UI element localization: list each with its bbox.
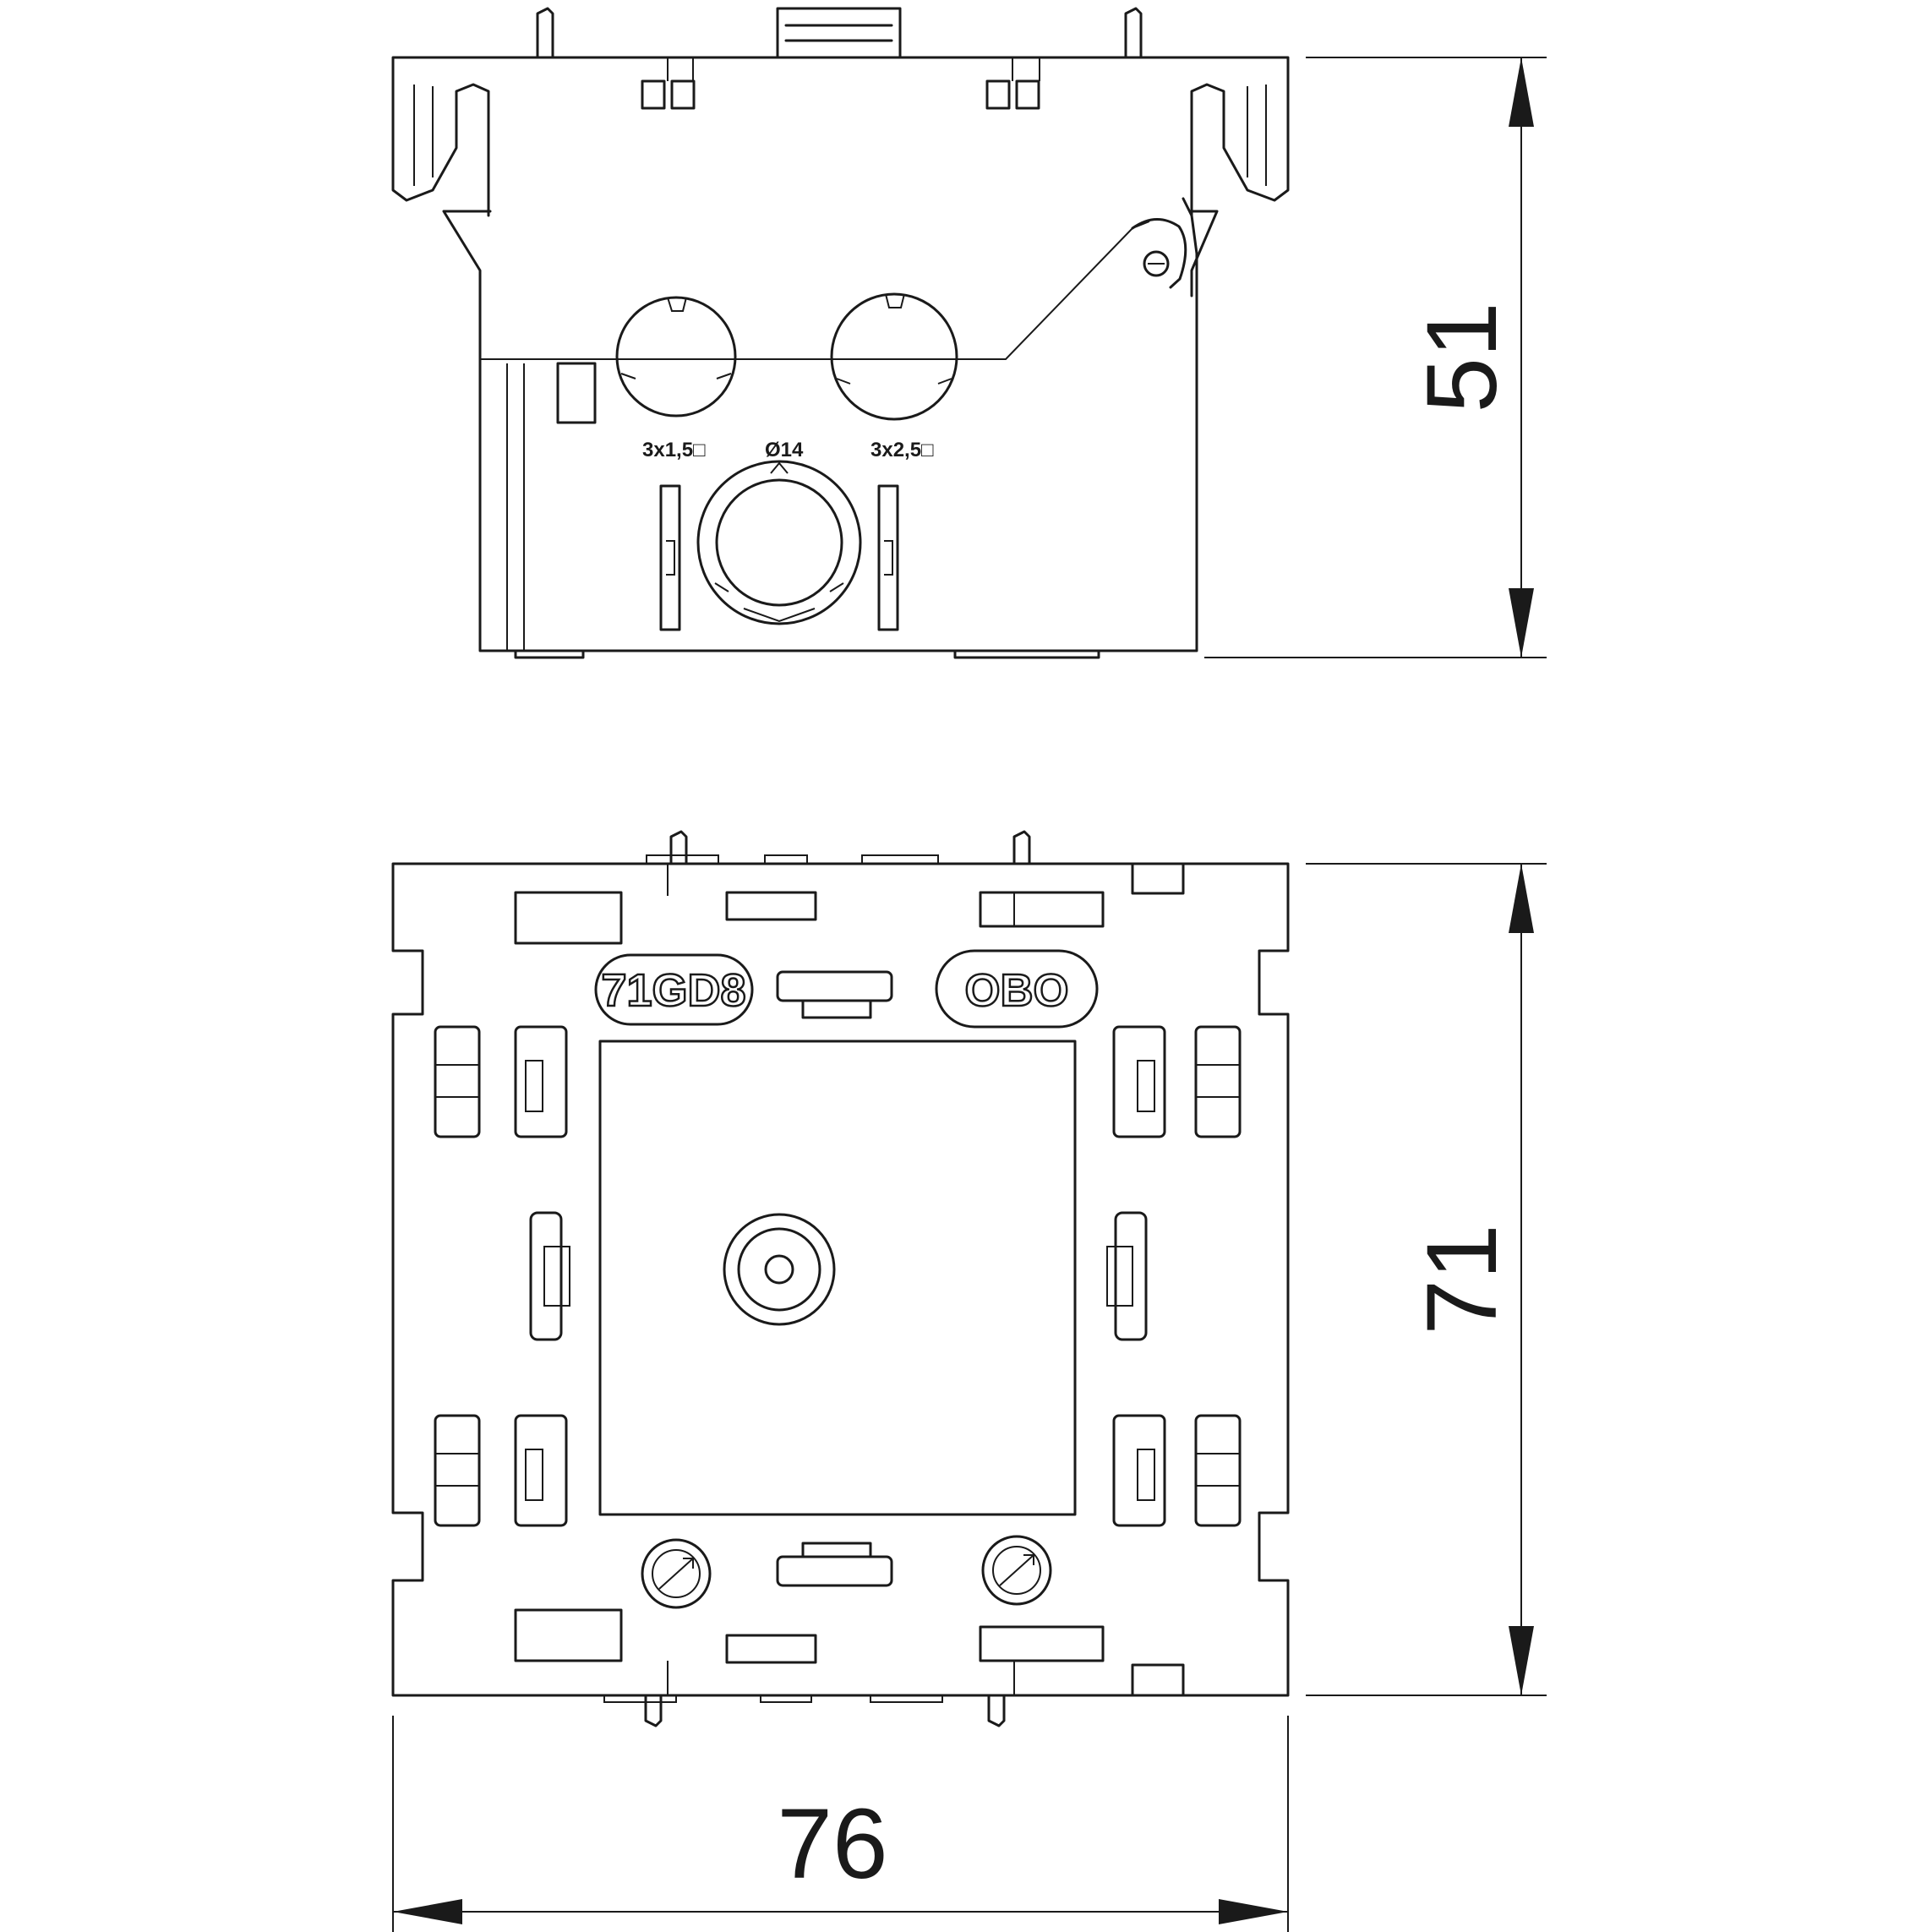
dimension-side-height: 51 xyxy=(1204,57,1547,658)
adjust-dial-left-icon xyxy=(641,1538,712,1609)
side-slot-left xyxy=(659,484,681,631)
hinge-screw xyxy=(1143,250,1170,277)
latch-block-top-right xyxy=(1112,1025,1242,1138)
brand-label: OBO xyxy=(964,965,1068,1016)
dimension-top-width: 76 xyxy=(392,1716,1289,1932)
side-view-frame xyxy=(391,56,1290,217)
latch-block-top-left xyxy=(434,1025,568,1138)
top-view-frame xyxy=(391,862,1290,1697)
latch-block-bottom-left xyxy=(434,1414,568,1527)
dimension-label-side-height: 51 xyxy=(1406,302,1518,412)
dimension-top-height: 71 xyxy=(1306,863,1547,1696)
dimension-label-top-width: 76 xyxy=(777,1788,887,1900)
entry-label-left: 3x1,5□ xyxy=(642,439,706,461)
brand-label-plate xyxy=(935,949,1099,1029)
center-module-square xyxy=(598,1040,1077,1516)
mid-latch-right xyxy=(1106,1211,1148,1341)
knockout-left xyxy=(615,296,737,418)
top-view: 71GD8 OBO xyxy=(391,830,1290,1727)
entry-label-right: 3x2,5□ xyxy=(870,439,934,461)
adjust-dial-right-icon xyxy=(981,1535,1052,1606)
side-view-box-body xyxy=(478,197,1198,652)
entry-label-center: Ø14 xyxy=(765,439,804,461)
knockout-right xyxy=(830,292,958,421)
model-label-plate xyxy=(594,953,754,1026)
dimension-label-top-height: 71 xyxy=(1406,1224,1518,1334)
center-screw-icon xyxy=(723,1213,836,1326)
mid-latch-left xyxy=(529,1211,570,1341)
side-view: 3x1,5□ Ø14 3x2,5□ xyxy=(391,7,1290,659)
model-label: 71GD8 xyxy=(601,965,745,1016)
latch-block-bottom-right xyxy=(1112,1414,1242,1527)
side-view-top-pins xyxy=(536,7,1143,59)
cable-entry-center xyxy=(696,460,862,625)
side-slot-right xyxy=(877,484,899,631)
